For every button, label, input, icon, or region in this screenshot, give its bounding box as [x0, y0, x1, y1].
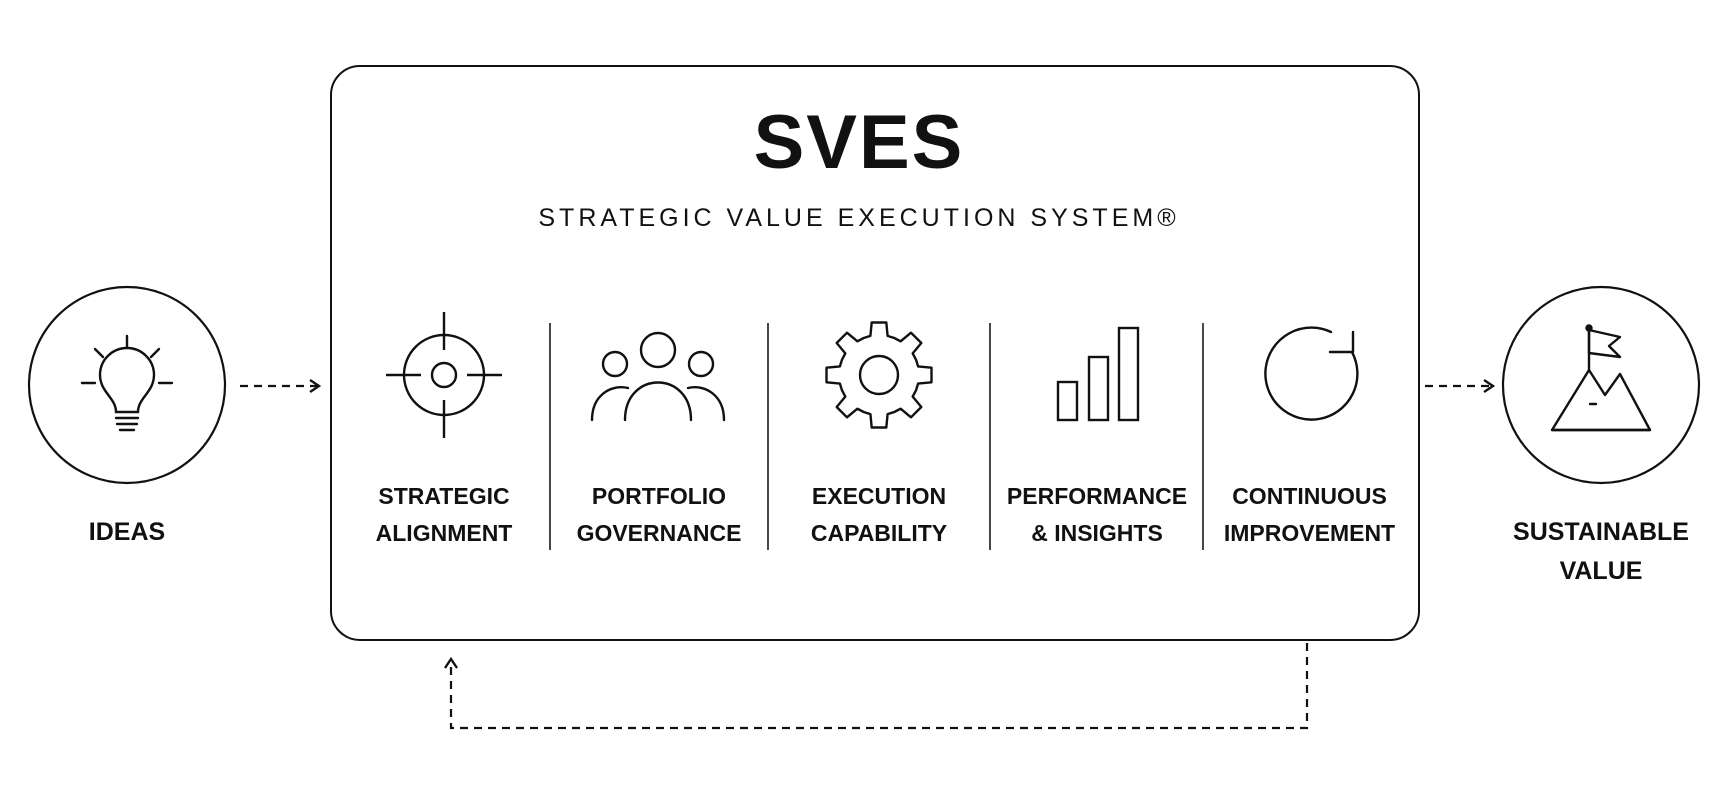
diagram-subtitle: STRATEGIC VALUE EXECUTION SYSTEM®: [538, 204, 1180, 232]
pillar-label-line1: PORTFOLIO: [591, 483, 727, 509]
pillar-portfolio-governance: PORTFOLIO GOVERNANCE: [558, 478, 760, 552]
feedback-loop-arrow: [444, 643, 1309, 730]
gear-icon: [825, 321, 933, 429]
pillar-execution-capability: EXECUTION CAPABILITY: [776, 478, 982, 552]
pillar-label-line2: ALIGNMENT: [375, 520, 513, 546]
pillar-dividers: [549, 323, 1204, 550]
pillar-strategic-alignment: STRATEGIC ALIGNMENT: [344, 478, 544, 552]
diagram-title: SVES: [753, 100, 965, 185]
pillar-label-line1: PERFORMANCE: [1006, 483, 1188, 509]
pillar-label-line2: & INSIGHTS: [1031, 520, 1163, 546]
mountain-flag-icon: [1550, 324, 1652, 432]
pillar-performance-insights: PERFORMANCE & INSIGHTS: [994, 478, 1200, 552]
lightbulb-icon: [80, 334, 174, 432]
value-label-line1: SUSTAINABLE: [1513, 518, 1689, 546]
value-circle: [1501, 285, 1701, 485]
pillar-continuous-improvement: CONTINUOUS IMPROVEMENT: [1207, 478, 1412, 552]
pillar-label-line2: IMPROVEMENT: [1223, 520, 1396, 546]
value-label-line2: VALUE: [1559, 557, 1643, 585]
pillar-label-line1: CONTINUOUS: [1232, 483, 1387, 509]
people-group-icon: [590, 331, 726, 422]
bar-chart-icon: [1056, 326, 1140, 422]
target-icon: [386, 312, 502, 438]
sustainable-value-label: SUSTAINABLE VALUE: [1491, 513, 1711, 591]
pillar-label-line2: CAPABILITY: [810, 520, 948, 546]
ideas-circle: [27, 285, 227, 485]
pillar-label-line2: GOVERNANCE: [576, 520, 742, 546]
ideas-label-text: IDEAS: [88, 518, 166, 546]
cycle-arrow-icon: [1264, 326, 1359, 421]
sves-system-box: [330, 65, 1420, 641]
pillar-label-line1: EXECUTION: [811, 483, 947, 509]
ideas-label: IDEAS: [27, 513, 227, 552]
pillar-label-line1: STRATEGIC: [378, 483, 510, 509]
